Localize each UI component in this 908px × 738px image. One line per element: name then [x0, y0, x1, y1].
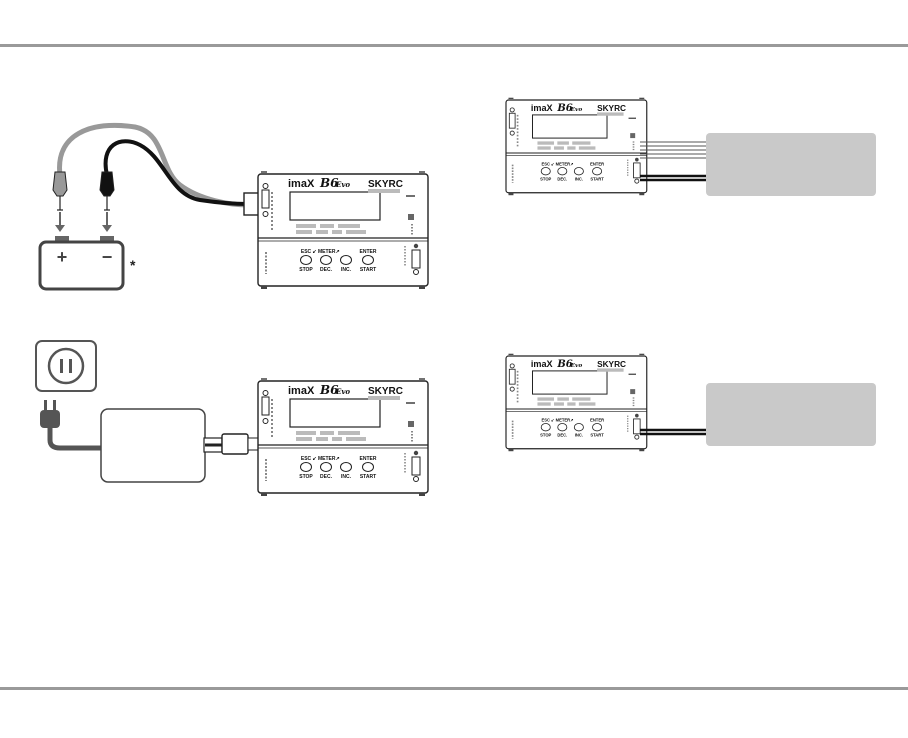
positive-cable — [60, 125, 248, 205]
charger-button — [574, 167, 583, 174]
charger-brand-logo: imaX — [288, 385, 315, 397]
charger-button — [341, 463, 352, 472]
charger-model-suffix: Evo — [335, 180, 350, 189]
charger-button-bottom-label: STOP — [299, 474, 313, 480]
charger-button — [301, 463, 312, 472]
charger-button-top-label: ESC — [542, 161, 551, 166]
charger-button-top-label: ENTER — [360, 456, 377, 462]
charger-maker-logo: SKYRC — [368, 386, 403, 397]
charger-button — [301, 256, 312, 265]
charger-button-bottom-label: INC. — [575, 432, 583, 437]
charger-button-top-label: ↙ METER↗ — [551, 161, 574, 166]
down-arrow-icon — [102, 212, 112, 232]
down-arrow-icon — [55, 212, 65, 232]
charger-model-suffix: Evo — [570, 363, 583, 369]
charger-maker-logo: SKYRC — [597, 104, 626, 113]
battery-note-asterisk: * — [130, 257, 136, 273]
charger-button-bottom-label: INC. — [341, 474, 352, 480]
charger-button-top-label: ↙ METER↗ — [312, 249, 339, 255]
charger-button-bottom-label: START — [590, 176, 604, 181]
charger-maker-logo: SKYRC — [368, 179, 403, 190]
panel-ac-adapter-supply — [36, 341, 428, 496]
charger-button-top-label: ESC — [301, 249, 312, 255]
ac-plug-icon — [40, 400, 60, 428]
charger-button-top-label: ↙ METER↗ — [551, 417, 574, 422]
charger-button — [574, 423, 583, 430]
charger-button — [363, 256, 374, 265]
power-adapter-box — [101, 409, 205, 482]
charger-button-bottom-label: START — [360, 474, 376, 480]
charger-button-bottom-label: STOP — [299, 267, 313, 273]
charger-button — [558, 423, 567, 430]
charger-button-bottom-label: INC. — [575, 176, 583, 181]
battery-minus-sign: − — [102, 247, 113, 267]
charger-button-bottom-label: DEC. — [320, 267, 333, 273]
ac-cord — [50, 428, 103, 448]
charger-button — [558, 167, 567, 174]
balance-lead-wires — [640, 142, 706, 158]
charger-button-bottom-label: DEC. — [320, 474, 333, 480]
wall-outlet-icon — [36, 341, 96, 391]
charger-button-bottom-label: DEC. — [557, 432, 567, 437]
positive-clamp — [53, 172, 67, 210]
main-output-leads — [640, 176, 706, 180]
negative-clamp — [100, 172, 114, 210]
charger-button-top-label: ENTER — [360, 249, 377, 255]
charger-button-top-label: ESC — [542, 417, 551, 422]
charger-button — [363, 463, 374, 472]
charger-button-top-label: ESC — [301, 456, 312, 462]
battery-pack-block — [706, 383, 876, 446]
charger-brand-logo: imaX — [288, 178, 315, 190]
charger-brand-logo: imaX — [531, 359, 553, 369]
charger-button-bottom-label: START — [590, 432, 604, 437]
charger-button-bottom-label: STOP — [540, 432, 551, 437]
negative-cable — [106, 141, 248, 204]
dc-plug-connector — [222, 434, 248, 454]
charger-button — [593, 167, 602, 174]
charger-button-bottom-label: INC. — [341, 267, 352, 273]
charger-button-top-label: ↙ METER↗ — [312, 456, 339, 462]
charger-button — [321, 256, 332, 265]
charger-button-bottom-label: STOP — [540, 176, 551, 181]
charger-model-suffix: Evo — [335, 387, 350, 396]
main-output-leads — [640, 430, 706, 434]
charger-brand-logo: imaX — [531, 103, 553, 113]
charger-button — [341, 256, 352, 265]
charger-button-bottom-label: DEC. — [557, 176, 567, 181]
charger-button — [541, 167, 550, 174]
battery-pack-block — [706, 133, 876, 196]
charger-button-bottom-label: START — [360, 267, 376, 273]
charger-button-top-label: ENTER — [590, 417, 604, 422]
charger-button — [321, 463, 332, 472]
charger-model-suffix: Evo — [570, 107, 583, 113]
charger-button-top-label: ENTER — [590, 161, 604, 166]
battery-plus-sign: + — [57, 247, 68, 267]
charger-maker-logo: SKYRC — [597, 360, 626, 369]
charger-button — [593, 423, 602, 430]
charger-button — [541, 423, 550, 430]
